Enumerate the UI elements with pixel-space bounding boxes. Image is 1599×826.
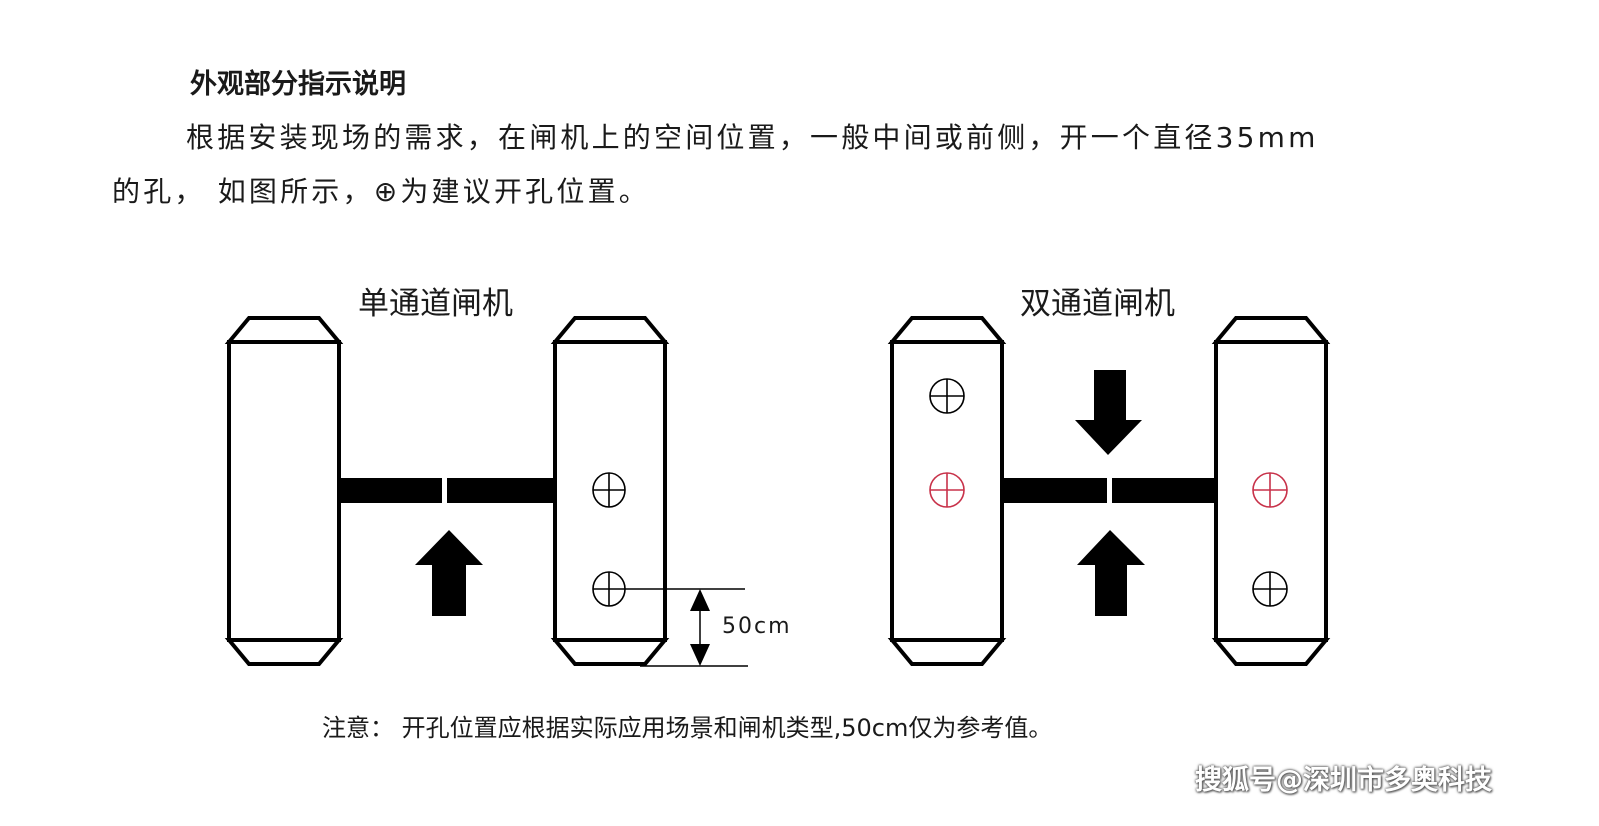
hole-marker-icon [592, 472, 626, 508]
entry-arrow-up-icon [415, 530, 483, 616]
description-line-1: 根据安装现场的需求，在闸机上的空间位置，一般中间或前侧，开一个直径35mm [186, 121, 1319, 154]
double-barrier-arm-left [1002, 478, 1107, 503]
description-line-2: 的孔， 如图所示，⊕为建议开孔位置。 [112, 175, 650, 208]
dimension-arrow-down-icon [690, 644, 710, 666]
entry-arrow-down-icon [1075, 370, 1142, 455]
watermark: 搜狐号@深圳市多奥科技 [1195, 765, 1492, 796]
dimension-arrow-up-icon [690, 589, 710, 611]
hole-marker-icon [1252, 571, 1288, 607]
single-barrier-arm-right [447, 478, 555, 503]
double-channel-title: 双通道闸机 [1020, 286, 1175, 322]
single-barrier-arm-left [339, 478, 442, 503]
single-channel-title: 单通道闸机 [358, 286, 513, 322]
recommended-hole-marker-icon [929, 472, 965, 508]
double-right-gate [1214, 316, 1328, 666]
hole-marker-icon [929, 378, 965, 414]
section-heading: 外观部分指示说明 [190, 69, 406, 100]
recommended-hole-marker-icon [1252, 472, 1288, 508]
double-barrier-arm-right [1112, 478, 1216, 503]
dimension-label: 50cm [722, 614, 792, 639]
entry-arrow-up-icon [1077, 530, 1145, 616]
hole-marker-icon [592, 571, 626, 607]
note-text: 注意： 开孔位置应根据实际应用场景和闸机类型,50cm仅为参考值。 [322, 714, 1053, 742]
single-right-gate [553, 316, 667, 666]
single-left-gate [227, 316, 341, 666]
